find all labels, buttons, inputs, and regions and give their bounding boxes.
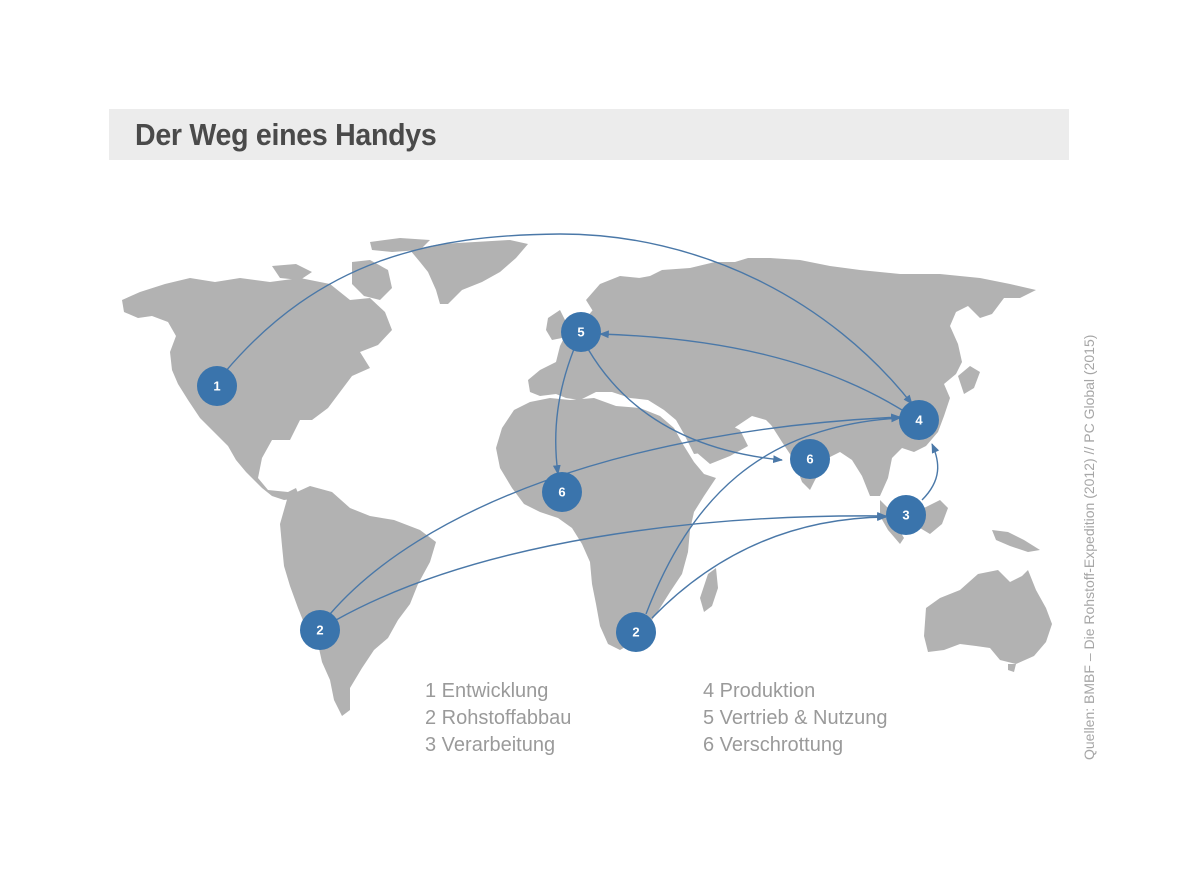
island-madagascar: [700, 568, 718, 612]
landmasses: [122, 238, 1052, 716]
island-new-guinea: [992, 530, 1040, 552]
marker-5-vertrieb[interactable]: 5: [561, 312, 601, 352]
island-borneo: [920, 500, 948, 534]
continent-africa: [496, 398, 716, 650]
island-uk: [546, 310, 566, 340]
island-tasmania: [1008, 664, 1016, 672]
route-2sa-to-3: [335, 511, 887, 621]
svg-text:3: 3: [902, 508, 909, 523]
marker-2-rohstoff-africa[interactable]: 2: [616, 612, 656, 652]
route-4-to-5: [599, 330, 903, 411]
route-5-to-6-africa: [552, 348, 575, 475]
legend-column-2: 4 Produktion 5 Vertrieb & Nutzung 6 Vers…: [703, 678, 888, 759]
page-title: Der Weg eines Handys: [135, 117, 437, 152]
svg-text:5: 5: [577, 325, 584, 340]
svg-text:4: 4: [915, 413, 923, 428]
route-2af-to-3: [651, 513, 887, 619]
continent-australia: [924, 570, 1052, 664]
marker-6-verschrottung-india[interactable]: 6: [790, 439, 830, 479]
continent-north-america: [122, 278, 392, 500]
marker-1-entwicklung[interactable]: 1: [197, 366, 237, 406]
svg-text:1: 1: [213, 379, 220, 394]
legend-item-verarbeitung: 3 Verarbeitung: [425, 734, 556, 756]
region-scandinavia: [586, 276, 650, 318]
marker-2-rohstoff-south-america[interactable]: 2: [300, 610, 340, 650]
svg-text:2: 2: [632, 625, 639, 640]
svg-text:6: 6: [558, 485, 565, 500]
title-bar: Der Weg eines Handys: [109, 109, 1069, 160]
source-credit: Quellen: BMBF – Die Rohstoff-Expedition …: [1081, 334, 1097, 760]
continent-south-america: [280, 486, 436, 716]
legend-item-vertrieb-nutzung: 5 Vertrieb & Nutzung: [703, 707, 888, 729]
routes: [224, 233, 940, 621]
legend-item-rohstoffabbau: 2 Rohstoffabbau: [425, 707, 572, 729]
legend-column-1: 1 Entwicklung 2 Rohstoffabbau 3 Verarbei…: [425, 678, 571, 759]
arctic-islands: [272, 238, 430, 300]
route-5-to-6-india: [587, 348, 783, 464]
marker-4-produktion[interactable]: 4: [899, 400, 939, 440]
markers: 1 5 4 6 6 3 2 2: [197, 312, 939, 652]
continent-greenland: [410, 240, 528, 304]
svg-text:6: 6: [806, 452, 813, 467]
legend-item-entwicklung: 1 Entwicklung: [425, 680, 549, 702]
route-2af-to-4: [645, 414, 901, 615]
route-3-to-4: [921, 443, 940, 501]
marker-6-verschrottung-africa[interactable]: 6: [542, 472, 582, 512]
legend-item-verschrottung: 6 Verschrottung: [703, 734, 844, 756]
route-1-to-4: [224, 233, 913, 405]
svg-text:2: 2: [316, 623, 323, 638]
legend-item-produktion: 4 Produktion: [703, 680, 816, 702]
island-japan: [958, 366, 980, 394]
route-2sa-to-4: [329, 413, 901, 615]
marker-3-verarbeitung[interactable]: 3: [886, 495, 926, 535]
